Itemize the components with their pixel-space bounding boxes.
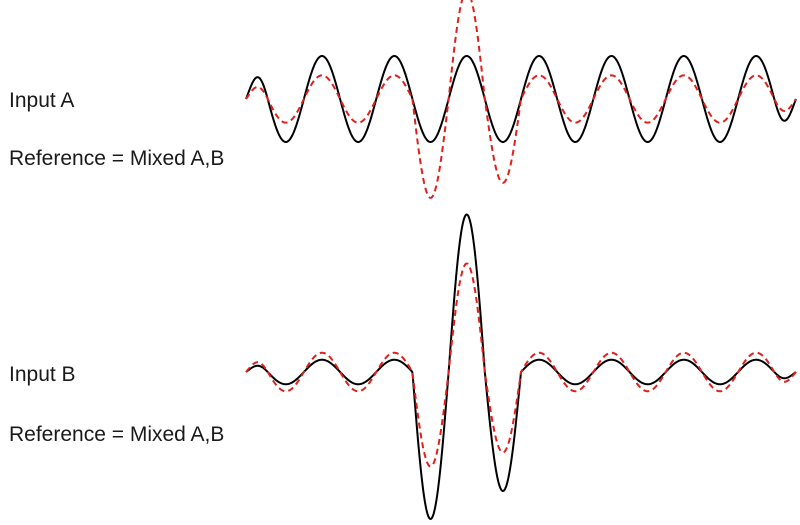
- input-b-label: Input B: [9, 363, 76, 386]
- panel-b-waves: [245, 213, 797, 521]
- reference-b-waveform: [245, 262, 797, 468]
- input-a-waveform: [245, 54, 797, 144]
- input-b-waveform: [245, 213, 797, 521]
- reference-a-label: Reference = Mixed A,B: [9, 147, 225, 170]
- reference-b-label: Reference = Mixed A,B: [9, 423, 225, 446]
- panel-a-waves: [245, 0, 797, 199]
- reference-a-waveform: [245, 0, 797, 199]
- input-a-label: Input A: [9, 89, 75, 112]
